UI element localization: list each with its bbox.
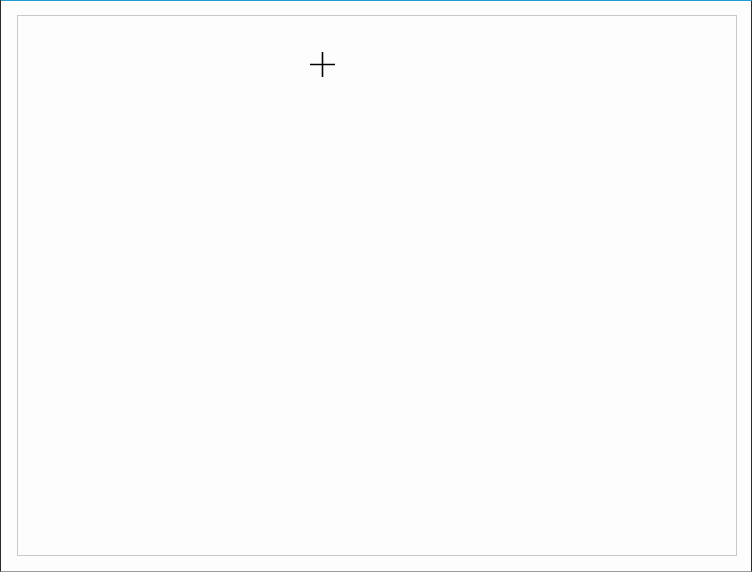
- drawing-canvas[interactable]: [17, 15, 737, 556]
- window-accent-line: [1, 0, 752, 1]
